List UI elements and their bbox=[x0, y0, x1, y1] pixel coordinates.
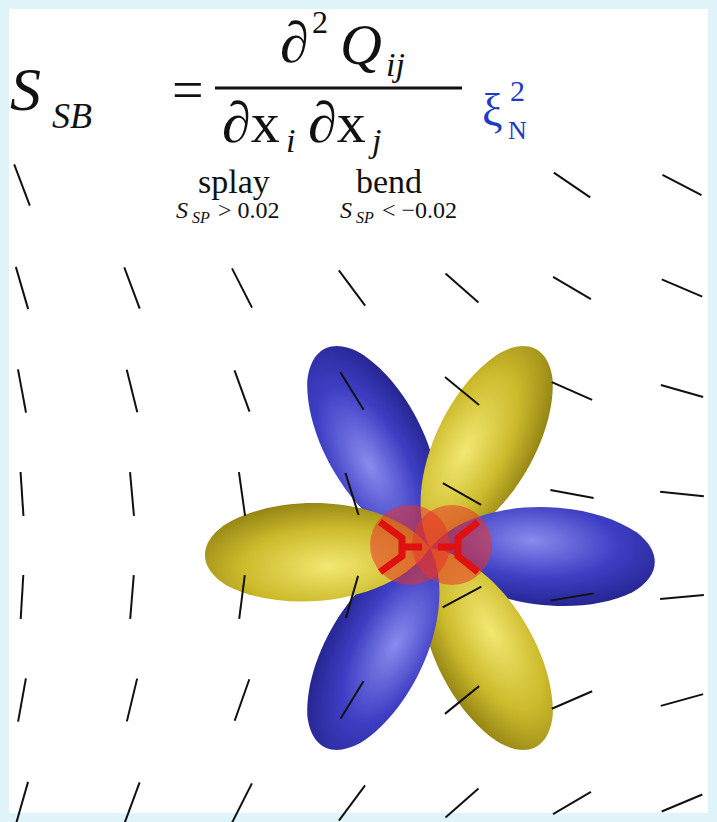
director-line bbox=[339, 785, 365, 820]
director-line bbox=[553, 277, 591, 299]
director-line bbox=[239, 472, 245, 516]
director-line bbox=[661, 385, 703, 397]
formula-text: ij bbox=[386, 48, 405, 82]
director-line bbox=[239, 575, 245, 619]
formula-text: Q bbox=[340, 16, 382, 74]
director-field bbox=[14, 164, 704, 822]
formula-text: 2 bbox=[312, 6, 328, 38]
director-line bbox=[21, 575, 24, 619]
director-line bbox=[662, 795, 703, 812]
director-line bbox=[16, 267, 28, 309]
director-line bbox=[127, 370, 138, 413]
director-line bbox=[660, 595, 704, 599]
director-line bbox=[550, 490, 593, 498]
director-line bbox=[14, 164, 30, 205]
director-line bbox=[339, 270, 365, 305]
director-line bbox=[345, 473, 358, 515]
defect-halo bbox=[412, 505, 492, 585]
formula-text: ξ bbox=[482, 88, 503, 134]
petal-lobes bbox=[203, 326, 658, 770]
formula-text: S bbox=[176, 198, 188, 222]
formula-text: ∂x bbox=[308, 94, 366, 152]
director-line bbox=[552, 382, 592, 400]
formula-text: < −0.02 bbox=[382, 198, 457, 222]
director-line bbox=[232, 783, 252, 822]
director-line bbox=[130, 472, 134, 516]
director-line bbox=[554, 173, 590, 198]
formula-text: SB bbox=[52, 98, 92, 134]
formula-text: SP bbox=[192, 210, 210, 226]
director-line bbox=[662, 279, 703, 296]
formula-text: 2 bbox=[510, 76, 525, 106]
director-line bbox=[341, 681, 364, 719]
director-line bbox=[346, 576, 358, 618]
formula-text: splay bbox=[198, 165, 270, 199]
director-line bbox=[18, 369, 26, 412]
defect-core bbox=[370, 505, 492, 585]
director-line bbox=[18, 678, 26, 721]
director-line bbox=[552, 691, 592, 709]
formula-text: bend bbox=[356, 165, 422, 199]
defect-mark bbox=[438, 522, 478, 572]
director-line bbox=[443, 587, 482, 608]
director-line bbox=[124, 267, 139, 308]
formula-text: i bbox=[286, 124, 295, 158]
formula-text: S bbox=[10, 58, 41, 120]
director-line bbox=[124, 782, 139, 822]
director-line bbox=[445, 377, 479, 405]
formula-text: > 0.02 bbox=[218, 198, 280, 222]
director-line bbox=[16, 782, 28, 822]
director-line bbox=[234, 370, 249, 411]
director-line bbox=[130, 575, 134, 619]
director-line bbox=[661, 694, 703, 706]
director-line bbox=[21, 472, 24, 516]
formula-text: ∂x bbox=[222, 94, 280, 152]
formula-text: = bbox=[172, 62, 204, 118]
director-line bbox=[663, 175, 702, 195]
director-line bbox=[660, 492, 704, 497]
director-line bbox=[340, 372, 363, 409]
director-line bbox=[446, 788, 479, 817]
director-line bbox=[443, 483, 481, 505]
formula-text: ∂ bbox=[280, 14, 309, 72]
formula-text: SP bbox=[356, 210, 374, 226]
defect-mark bbox=[380, 522, 422, 572]
director-line bbox=[232, 268, 252, 307]
fraction-bar bbox=[215, 87, 462, 90]
formula-text: j bbox=[372, 124, 381, 158]
director-line bbox=[235, 679, 250, 720]
formula-text: S bbox=[340, 198, 352, 222]
formula-text: N bbox=[508, 118, 527, 144]
director-line bbox=[127, 679, 137, 722]
director-line bbox=[553, 792, 591, 814]
director-line bbox=[550, 593, 593, 600]
director-line bbox=[446, 273, 479, 302]
director-line bbox=[445, 686, 479, 714]
